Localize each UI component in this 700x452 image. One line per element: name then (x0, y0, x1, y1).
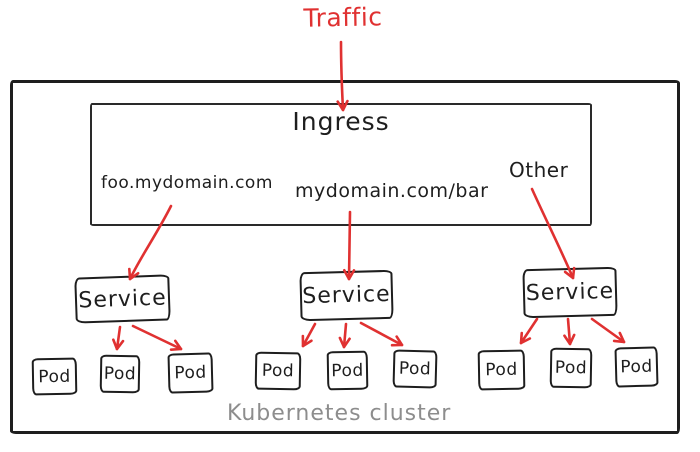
cluster-boundary-box (10, 80, 680, 434)
pod-box-4: Pod (254, 351, 302, 391)
service-label: Service (77, 284, 168, 314)
ingress-rule-foo-mydomain: foo.mydomain.com (101, 173, 273, 193)
pod-label: Pod (398, 358, 432, 380)
pod-box-3: Pod (167, 352, 214, 394)
pod-box-5: Pod (326, 350, 369, 391)
pod-box-7: Pod (477, 349, 526, 391)
ingress-title: Ingress (292, 107, 390, 136)
pod-box-6: Pod (392, 349, 438, 389)
cluster-label: Kubernetes cluster (227, 401, 452, 426)
pod-label: Pod (174, 362, 207, 384)
pod-box-2: Pod (99, 354, 141, 394)
pod-box-1: Pod (31, 357, 78, 396)
ingress-rule-other: Other (509, 158, 569, 182)
pod-label: Pod (554, 357, 588, 379)
traffic-label: Traffic (303, 2, 383, 33)
pod-label: Pod (261, 360, 295, 382)
pod-box-9: Pod (614, 346, 659, 388)
pod-label: Pod (103, 363, 137, 385)
pod-label: Pod (620, 356, 653, 378)
service-label: Service (302, 281, 391, 310)
ingress-rule-mydomain-bar: mydomain.com/bar (295, 180, 489, 202)
pod-label: Pod (38, 366, 71, 387)
service-box-1: Service (74, 274, 171, 324)
pod-box-8: Pod (549, 347, 593, 389)
pod-label: Pod (331, 360, 364, 381)
service-box-2: Service (299, 269, 394, 322)
service-box-3: Service (522, 266, 618, 319)
service-label: Service (525, 278, 615, 307)
pod-label: Pod (485, 359, 518, 381)
